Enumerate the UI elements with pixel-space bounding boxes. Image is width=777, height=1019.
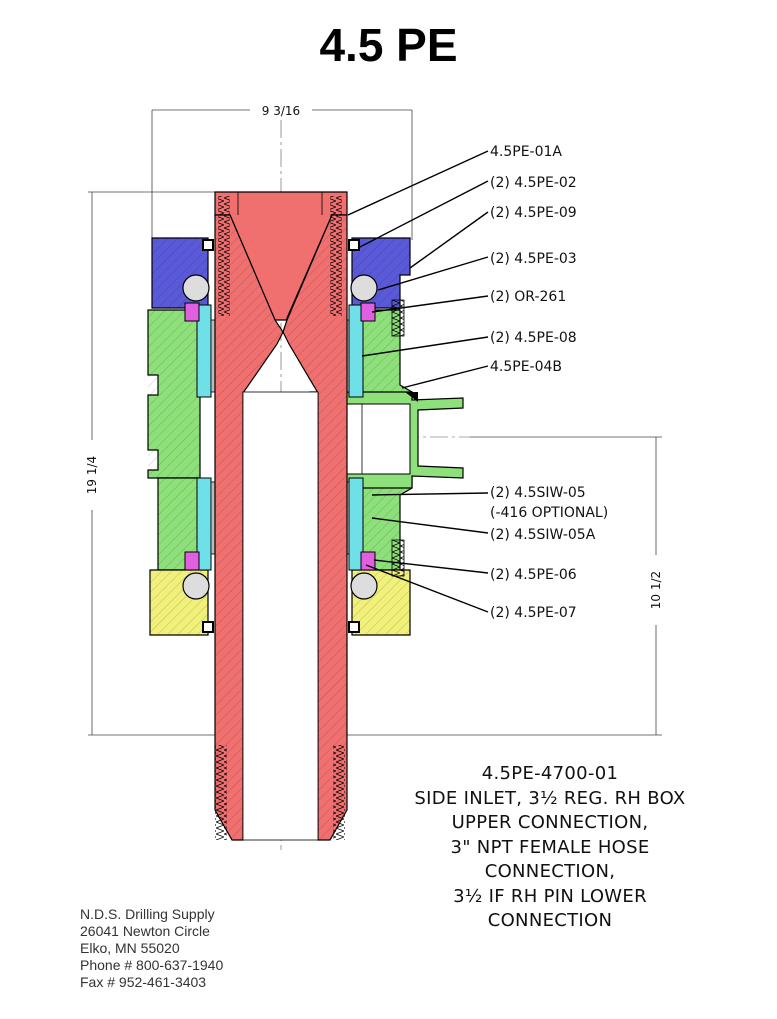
leader-lines (347, 150, 489, 613)
leader-siw05 (371, 492, 489, 496)
description-line-3: 3" NPT FEMALE HOSE (450, 836, 650, 858)
description-line-6: CONNECTION (487, 910, 613, 931)
callout-4-5pe-02: (2) 4.5PE-02 (490, 175, 577, 191)
o-rings (202, 239, 360, 633)
company-address: 26041 Newton Circle (80, 923, 210, 939)
company-name: N.D.S. Drilling Supply (80, 906, 215, 922)
part-number: 4.5PE-4700-01 (481, 763, 619, 784)
dimension-lower-height-label: 10 1/2 (649, 571, 663, 609)
leader-09 (409, 211, 489, 269)
dimension-top-width: 9 3/16 (151, 104, 413, 240)
callout-4-5siw-05: (2) 4.5SIW-05 (490, 485, 586, 501)
description-line-4: CONNECTION, (484, 861, 616, 882)
description-line-1: SIDE INLET, 3½ REG. RH BOX (414, 787, 686, 809)
callout-4-5siw-05a: (2) 4.5SIW-05A (490, 527, 596, 543)
mandrel (214, 191, 348, 841)
description-line-2: UPPER CONNECTION, (451, 812, 649, 833)
leader-08 (361, 336, 489, 357)
callout-4-5pe-01a: 4.5PE-01A (490, 144, 562, 160)
leader-03 (377, 256, 489, 291)
callout-416-optional: (-416 OPTIONAL) (490, 505, 608, 521)
leader-06 (373, 559, 489, 574)
drawing-title: 4.5 PE (319, 19, 458, 71)
leader-04b (401, 365, 489, 389)
company-fax: Fax # 952-461-3403 (80, 974, 207, 990)
callout-4-5pe-08: (2) 4.5PE-08 (490, 330, 577, 346)
packing-sleeves (196, 304, 364, 571)
dimension-lower-height: 10 1/2 (345, 436, 663, 736)
leader-02 (357, 180, 489, 249)
leader-siw05a (371, 517, 489, 534)
dimension-overall-height: 19 1/4 (85, 191, 215, 736)
company-phone: Phone # 800-637-1940 (80, 957, 224, 973)
company-city: Elko, MN 55020 (80, 940, 180, 956)
leader-or261 (371, 295, 489, 313)
bearings (182, 274, 378, 600)
company-info: N.D.S. Drilling Supply 26041 Newton Circ… (80, 906, 223, 991)
leader-07 (365, 564, 489, 613)
callout-4-5pe-07: (2) 4.5PE-07 (490, 605, 577, 621)
dimension-top-width-label: 9 3/16 (262, 104, 300, 118)
callout-or-261: (2) OR-261 (490, 289, 566, 305)
part-description: 4.5PE-4700-01 SIDE INLET, 3½ REG. RH BOX… (380, 762, 720, 934)
callout-4-5pe-04b: 4.5PE-04B (490, 359, 562, 375)
callout-4-5pe-03: (2) 4.5PE-03 (490, 251, 577, 267)
housing-left (147, 309, 201, 571)
description-line-5: 3½ IF RH PIN LOWER (453, 885, 647, 907)
magenta-seals (184, 302, 376, 571)
callout-4-5pe-09: (2) 4.5PE-09 (490, 205, 577, 221)
dimension-overall-height-label: 19 1/4 (85, 456, 99, 494)
callout-4-5pe-06: (2) 4.5PE-06 (490, 567, 577, 583)
callout-labels: 4.5PE-01A (2) 4.5PE-02 (2) 4.5PE-09 (2) … (490, 144, 608, 621)
leader-01a (347, 150, 489, 216)
